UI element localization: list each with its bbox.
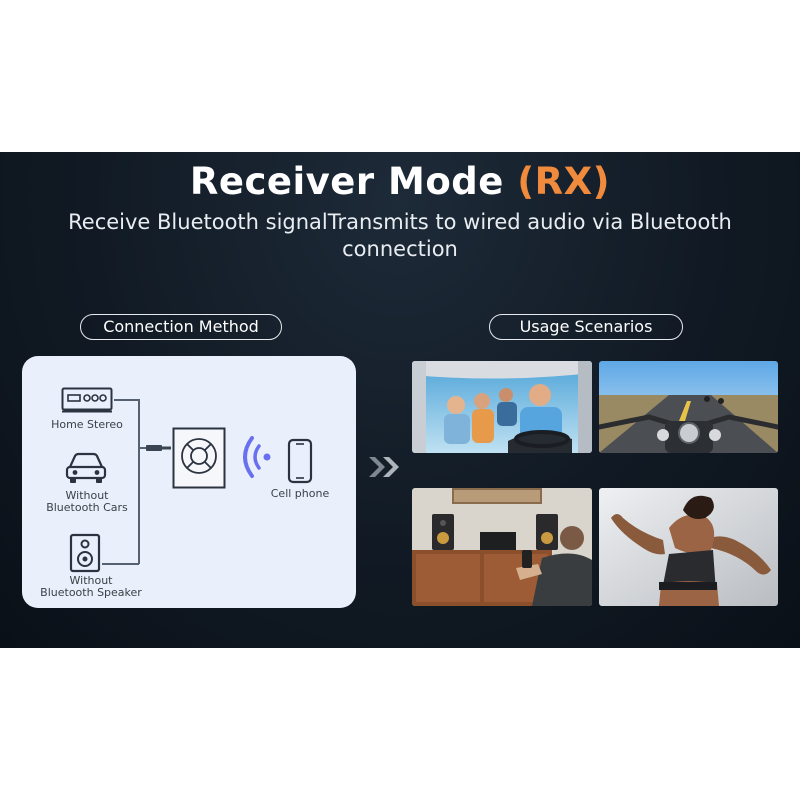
bluetooth-signal-icon (243, 436, 271, 478)
chevrons-right-icon (369, 457, 399, 477)
receiver-icon (172, 427, 226, 489)
home-stereo-label: Home Stereo (51, 418, 123, 431)
connection-method-label: Connection Method (80, 314, 282, 340)
page-subtitle: Receive Bluetooth signalTransmits to wir… (68, 210, 732, 261)
car-trip-photo (412, 361, 592, 453)
page-title: Receiver Mode (RX) (0, 160, 800, 203)
car-icon (65, 452, 107, 483)
car-label-line2: Bluetooth Cars (46, 501, 128, 514)
title-accent: (RX) (517, 160, 611, 203)
stereo-icon (61, 387, 113, 413)
car-label: Without Bluetooth Cars (27, 490, 147, 514)
audio-plug-icon (146, 445, 171, 451)
phone-icon (287, 438, 313, 484)
connector-top (114, 399, 138, 401)
title-main: Receiver Mode (189, 160, 504, 203)
speaker-label: Without Bluetooth Speaker (27, 575, 155, 599)
speaker-icon (69, 533, 101, 573)
home-audio-photo (412, 488, 592, 606)
car-label-line1: Without (65, 489, 109, 502)
running-photo (599, 488, 778, 606)
phone-label: Cell phone (270, 487, 330, 500)
connection-panel: Home Stereo Without Bluetooth Cars Witho… (22, 356, 356, 608)
speaker-label-line2: Bluetooth Speaker (40, 586, 142, 599)
connector-trunk (138, 399, 140, 564)
hero-banner: Receiver Mode (RX) Receive Bluetooth sig… (0, 152, 800, 648)
motorcycle-photo (599, 361, 778, 453)
speaker-label-line1: Without (69, 574, 113, 587)
usage-scenarios-label: Usage Scenarios (489, 314, 683, 340)
connector-bottom (102, 563, 139, 565)
